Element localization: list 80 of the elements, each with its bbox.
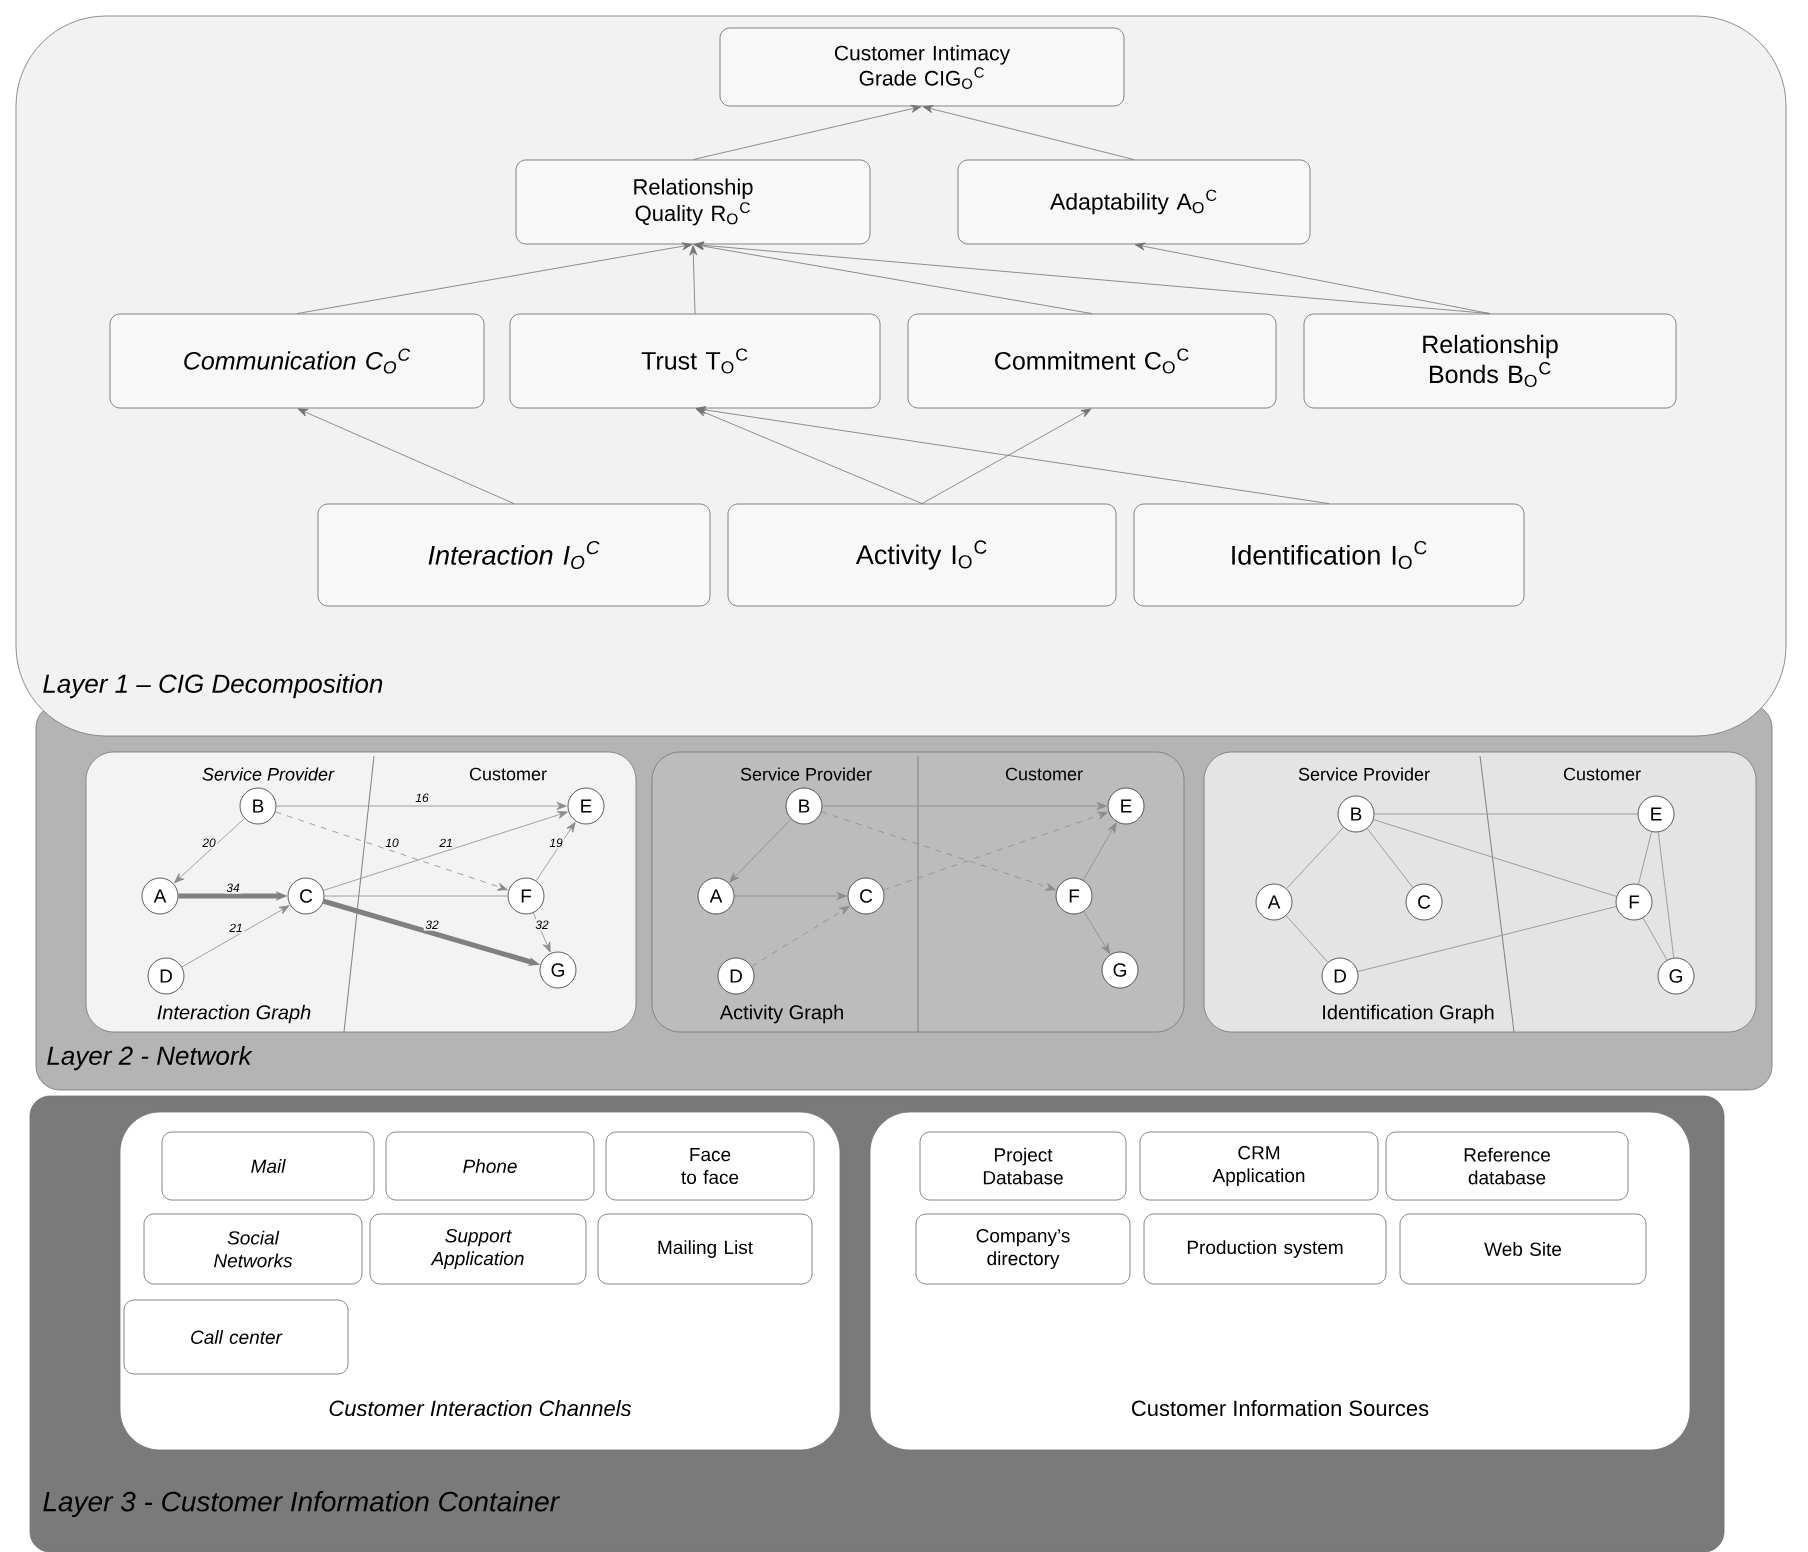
group-title: Customer Information Sources bbox=[1131, 1399, 1429, 1417]
column-heading: Customer bbox=[1005, 767, 1083, 781]
arrow bbox=[692, 104, 922, 160]
arrow bbox=[276, 802, 567, 810]
graph-title: Activity Graph bbox=[719, 1004, 843, 1024]
graph-title: Interaction Graph bbox=[157, 1004, 311, 1024]
graph-title: Identification Graph bbox=[1323, 1004, 1494, 1024]
factor-box: Communication C$_{O}$C bbox=[109, 313, 485, 409]
layer-title: Layer 2 - Network bbox=[47, 1045, 253, 1071]
arrow bbox=[693, 242, 1093, 314]
source-box: CRM Application bbox=[1139, 1131, 1379, 1201]
channel-box: Face to face bbox=[605, 1131, 815, 1201]
column-heading: Service Provider bbox=[202, 767, 335, 781]
factor-box: Identification I$_{O}$C bbox=[1133, 503, 1525, 607]
arrow bbox=[695, 408, 923, 504]
graph-node: E bbox=[567, 787, 605, 825]
channel-box: Support Application bbox=[369, 1213, 587, 1285]
graph-node: E bbox=[1637, 795, 1675, 833]
graph-node: G bbox=[539, 951, 577, 989]
factor-box: Adaptability A$_{O}$C bbox=[957, 159, 1311, 245]
column-heading: Customer bbox=[1563, 767, 1641, 781]
channel-box: Phone bbox=[385, 1131, 595, 1201]
arrow bbox=[1083, 911, 1111, 954]
graph-node: B bbox=[785, 787, 823, 825]
arrow bbox=[297, 408, 515, 504]
graph-node: G bbox=[1101, 951, 1139, 989]
graph-node: A bbox=[1255, 883, 1293, 921]
arrow bbox=[729, 818, 792, 883]
arrow bbox=[921, 408, 1092, 504]
arrow bbox=[532, 912, 551, 953]
layer-title: Layer 3 - Customer Information Container bbox=[43, 1490, 560, 1518]
arrow bbox=[689, 245, 698, 314]
graph-node: A bbox=[697, 877, 735, 915]
arrow bbox=[1082, 822, 1117, 881]
arrow bbox=[751, 905, 850, 967]
graph-node: B bbox=[239, 787, 277, 825]
factor-box: Activity I$_{O}$C bbox=[727, 503, 1117, 607]
graph-node: C bbox=[287, 877, 325, 915]
factor-box: Relationship Bonds B$_{O}$C bbox=[1303, 313, 1677, 409]
source-box: Web Site bbox=[1399, 1213, 1647, 1285]
source-box: Reference database bbox=[1385, 1131, 1629, 1201]
arrow bbox=[693, 241, 1491, 314]
graph-node: A bbox=[141, 877, 179, 915]
column-heading: Service Provider bbox=[740, 767, 872, 781]
graph-node: F bbox=[1055, 877, 1093, 915]
channel-box: Call center bbox=[123, 1299, 349, 1375]
graph-node: F bbox=[507, 877, 545, 915]
arrow bbox=[821, 811, 1056, 891]
group-title: Customer Interaction Channels bbox=[329, 1399, 632, 1417]
source-box: Company’s directory bbox=[915, 1213, 1131, 1285]
arrow bbox=[174, 818, 245, 884]
graph-node: C bbox=[847, 877, 885, 915]
arrow bbox=[1134, 242, 1491, 314]
arrow bbox=[296, 242, 693, 314]
graph-node: D bbox=[1321, 957, 1359, 995]
graph-node: E bbox=[1107, 787, 1145, 825]
factor-box: Interaction I$_{O}$C bbox=[317, 503, 711, 607]
arrow bbox=[695, 406, 1330, 504]
arrow bbox=[922, 105, 1135, 160]
graph-node: D bbox=[717, 957, 755, 995]
layer-title: Layer 1 – CIG Decomposition bbox=[43, 673, 383, 699]
channel-box: Mailing List bbox=[597, 1213, 813, 1285]
graph-node: C bbox=[1405, 883, 1443, 921]
column-heading: Service Provider bbox=[1298, 767, 1430, 781]
channel-box: Social Networks bbox=[143, 1213, 363, 1285]
source-box: Project Database bbox=[919, 1131, 1127, 1201]
graph-node: F bbox=[1615, 883, 1653, 921]
graph-node: G bbox=[1657, 957, 1695, 995]
arrow bbox=[535, 821, 576, 882]
arrow bbox=[883, 811, 1108, 891]
arrow bbox=[275, 811, 508, 891]
factor-box: Commitment C$_{O}$C bbox=[907, 313, 1277, 409]
channel-box: Mail bbox=[161, 1131, 375, 1201]
source-box: Production system bbox=[1143, 1213, 1387, 1285]
factor-box: Trust T$_{O}$C bbox=[509, 313, 881, 409]
arrow bbox=[323, 811, 568, 891]
arrow bbox=[181, 905, 290, 968]
column-heading: Customer bbox=[469, 767, 547, 781]
graph-node: B bbox=[1337, 795, 1375, 833]
graph-node: D bbox=[147, 957, 185, 995]
